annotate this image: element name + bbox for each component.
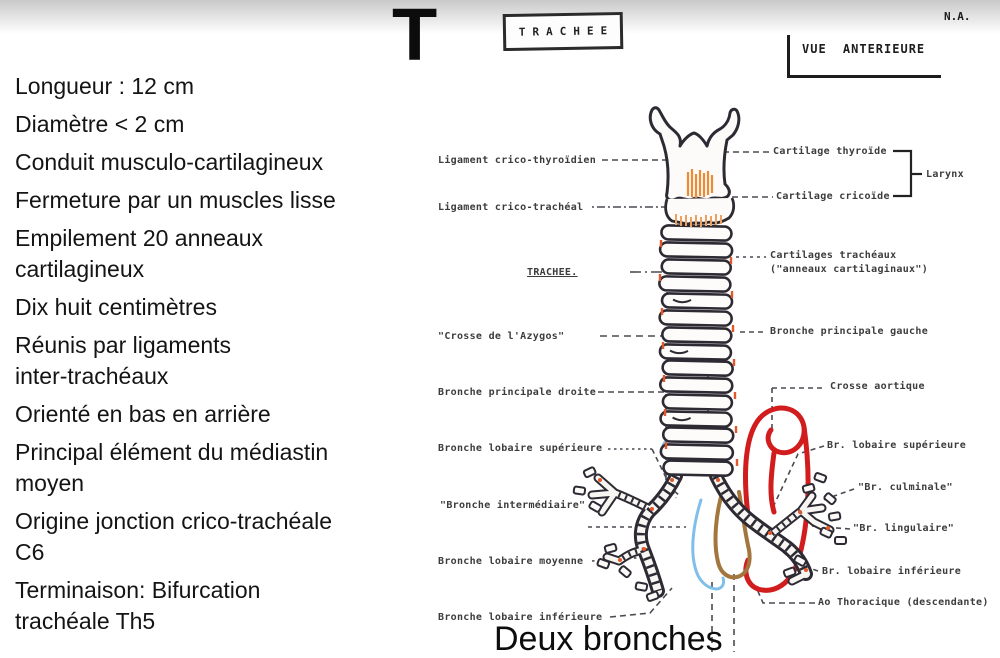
label-ligament-crico-tracheal: Ligament crico-trachéal — [438, 202, 584, 213]
label-cartilage-thyroide: Cartilage thyroïde — [773, 146, 887, 157]
slide-title-letter: T — [392, 0, 437, 76]
label-bronche-principale-gauche: Bronche principale gauche — [770, 326, 929, 337]
label-br-lobaire-inferieure: Br. lobaire inférieure — [822, 566, 962, 577]
fact-item: Principal élément du médiastin moyen — [15, 439, 329, 496]
label-trachee: TRACHEE. — [527, 267, 578, 278]
fact-item: Dix huit centimètres — [15, 294, 217, 320]
label-bronche-lobaire-inferieure: Bronche lobaire inférieure — [438, 612, 603, 623]
label-crosse-azygos: "Crosse de l'Azygos" — [438, 331, 565, 342]
author-initials: N.A. — [944, 10, 971, 23]
label-cartilages-tracheaux: Cartilages trachéaux — [770, 250, 897, 261]
fact-item: Orienté en bas en arrière — [15, 401, 271, 427]
larynx — [648, 106, 741, 227]
label-crosse-aortique: Crosse aortique — [830, 381, 925, 392]
fact-item: Origine jonction crico-trachéale C6 — [15, 508, 333, 565]
trachea-title: TRACHEE — [518, 24, 615, 39]
fact-item: Empilement 20 anneaux cartilagineux — [15, 225, 264, 282]
azygos-lines — [660, 434, 726, 591]
larynx-bracket — [893, 149, 922, 198]
label-ao-thoracique: Ao Thoracique (descendante) — [818, 597, 989, 608]
facts-list: Longueur : 12 cm Diamètre < 2 cm Conduit… — [15, 71, 435, 644]
bronchi — [572, 466, 847, 602]
trachea-rings — [658, 224, 735, 477]
esophagus-line — [713, 488, 752, 580]
label-larynx: Larynx — [926, 169, 964, 180]
label-bronche-lobaire-moyenne: Bronche lobaire moyenne — [438, 556, 584, 567]
label-bronche-intermediaire: "Bronche intermédiaire" — [440, 500, 586, 511]
label-bronche-lobaire-superieure: Bronche lobaire supérieure — [438, 443, 603, 454]
fact-item: Terminaison: Bifurcation trachéale Th5 — [15, 577, 261, 634]
fact-item: Fermeture par un muscles lisse — [15, 187, 336, 213]
label-br-lobaire-superieure: Br. lobaire supérieure — [827, 440, 967, 451]
fact-item: Longueur : 12 cm — [15, 73, 195, 99]
trachea-title-box: TRACHEE — [502, 11, 624, 52]
fact-item: Conduit musculo-cartilagineux — [15, 149, 324, 175]
trachea-extent-arrow — [663, 243, 671, 309]
label-br-lingulaire: "Br. lingulaire" — [853, 523, 955, 534]
label-br-culminale: "Br. culminale" — [858, 482, 953, 493]
ring-ticks — [658, 240, 739, 466]
label-cartilage-cricoide: Cartilage cricoïde — [776, 191, 890, 202]
label-bronche-principale-droite: Bronche principale droite — [438, 387, 597, 398]
label-anneaux-cartilaginaux: ("anneaux cartilaginaux") — [770, 264, 929, 275]
bottom-caption: Deux bronches — [494, 620, 723, 658]
aorta-outline — [743, 405, 811, 593]
view-label: VUE ANTERIEURE — [802, 42, 926, 56]
fact-item: Réunis par ligaments inter-trachéaux — [15, 332, 232, 389]
top-gradient — [0, 0, 1000, 34]
label-ligament-crico-thyroidien: Ligament crico-thyroïdien — [438, 155, 597, 166]
view-label-bracket: VUE ANTERIEURE — [787, 35, 941, 78]
fact-item: Diamètre < 2 cm — [15, 111, 185, 137]
